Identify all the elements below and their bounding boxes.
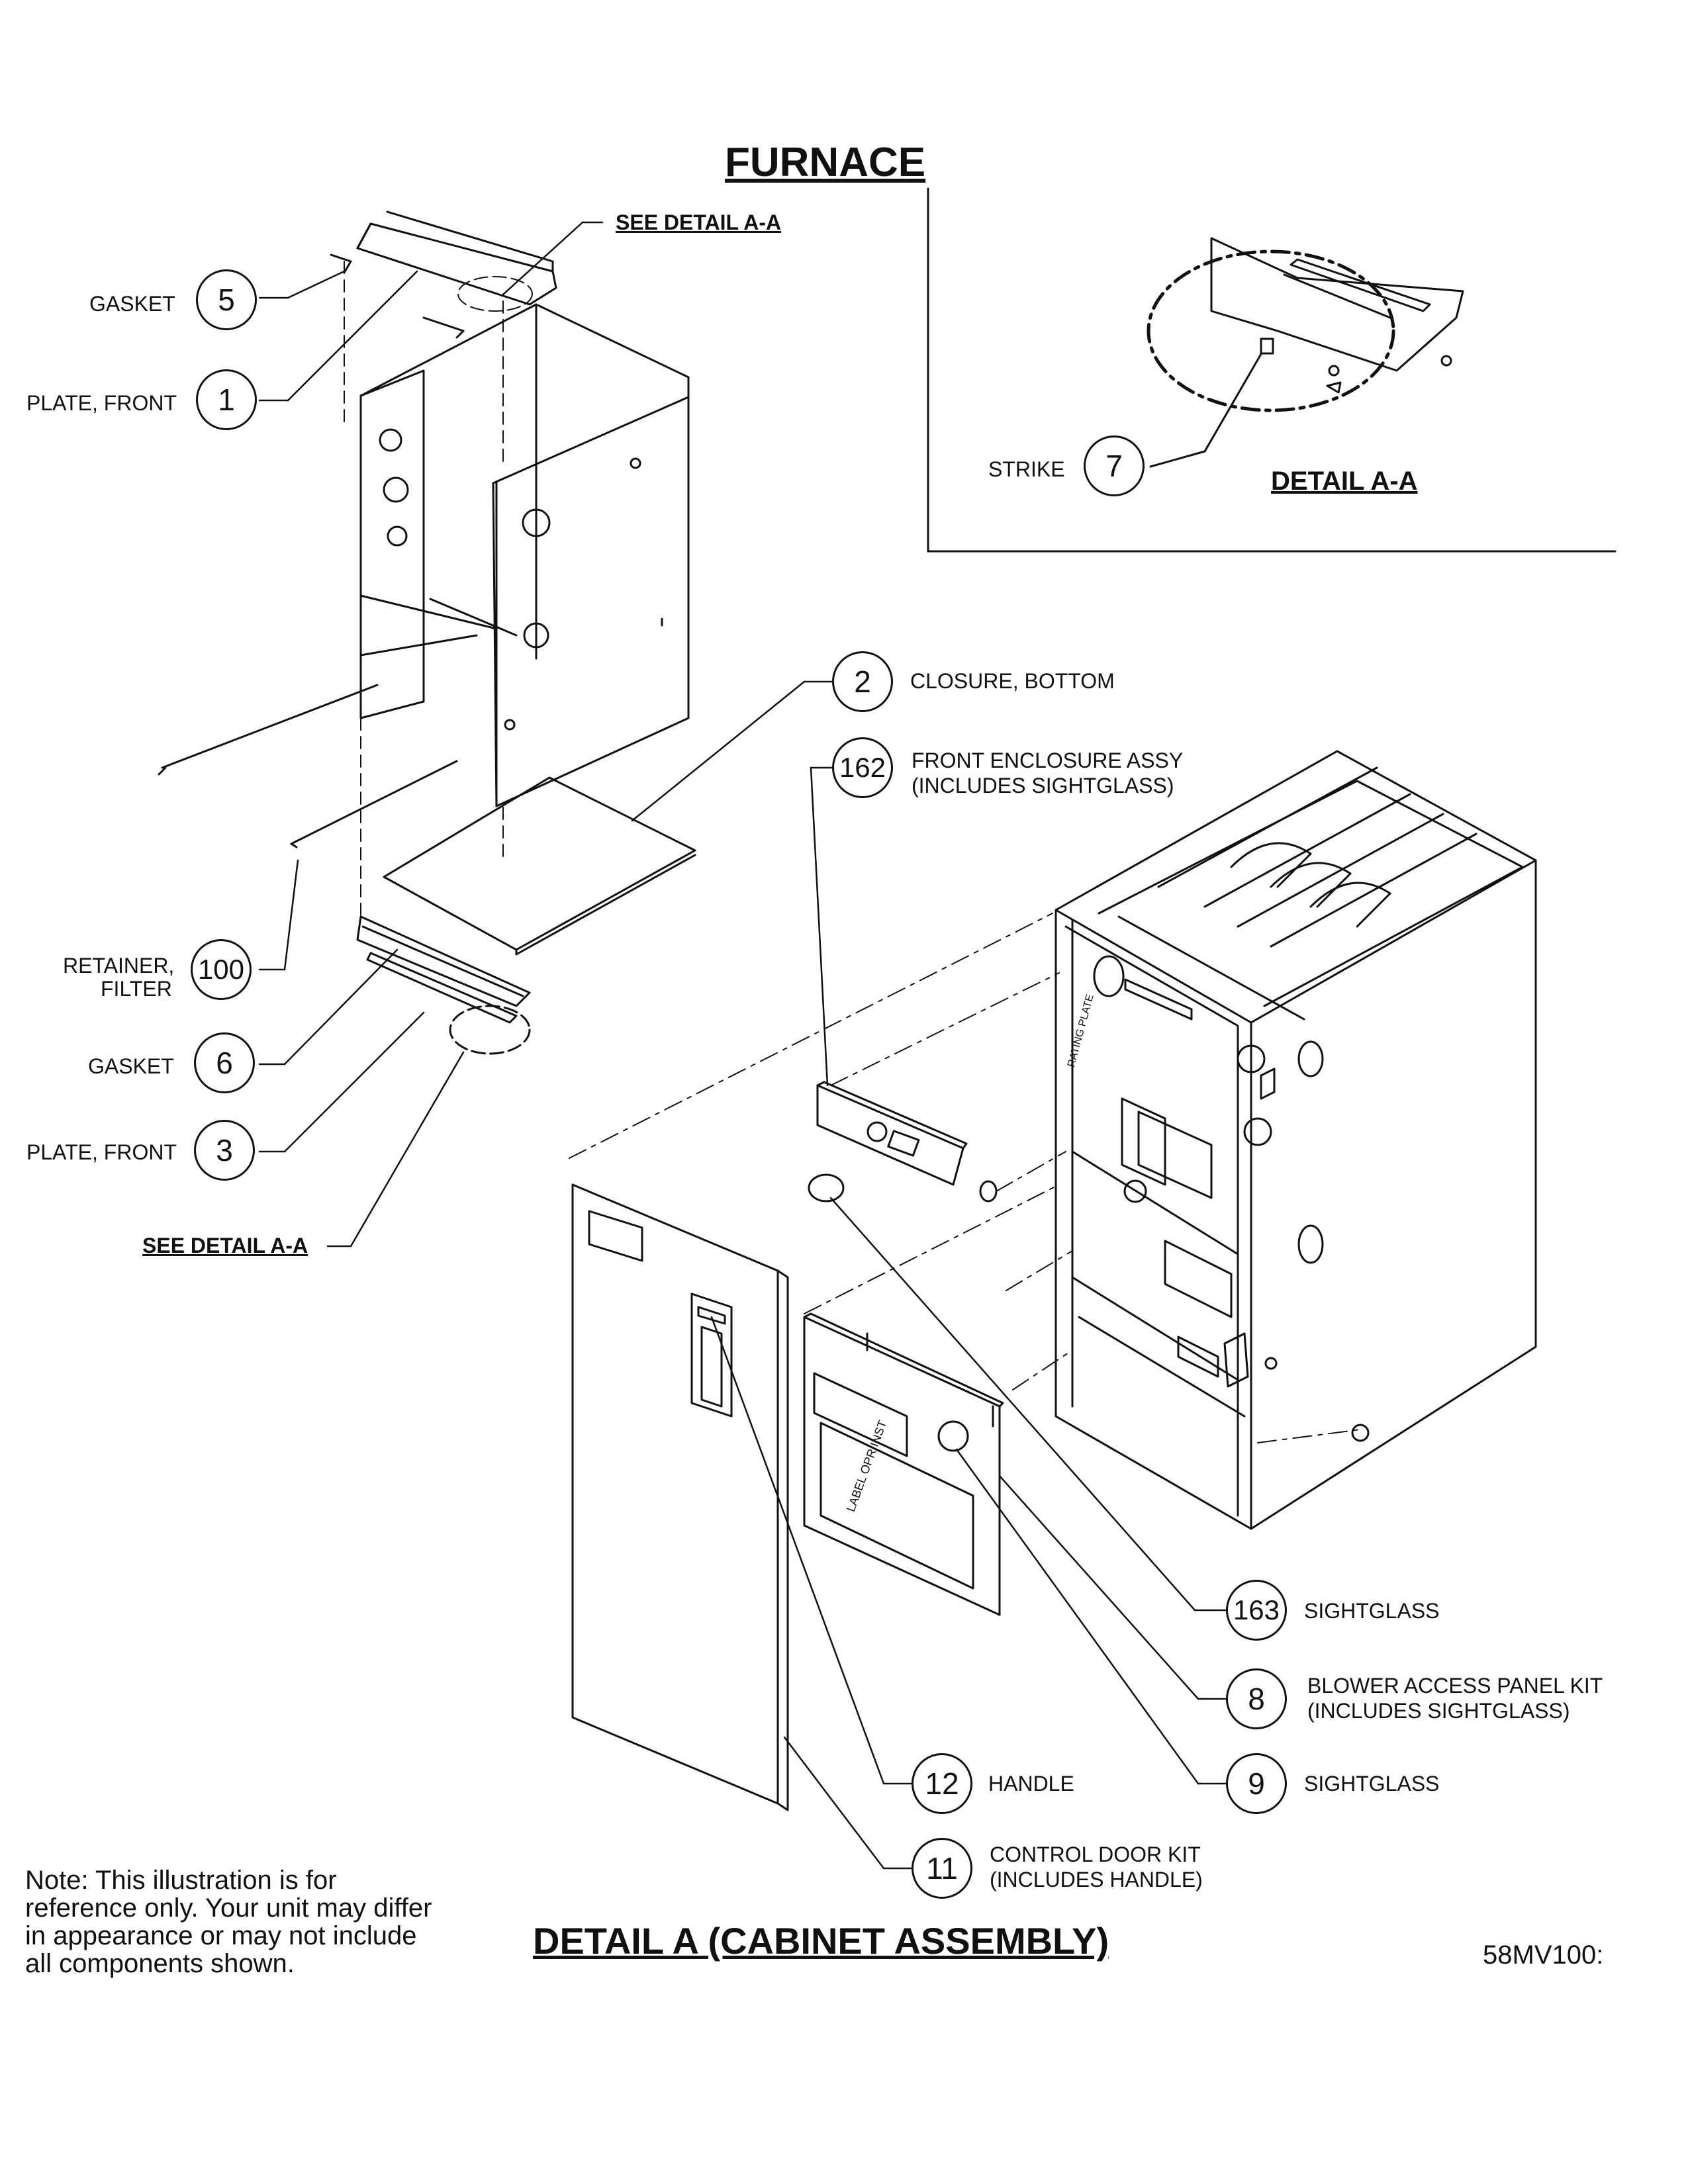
callout-162: 162 xyxy=(832,737,893,798)
callout-162-label: FRONT ENCLOSURE ASSY xyxy=(912,749,1184,772)
callout-1-label: PLATE, FRONT xyxy=(26,391,177,415)
front-plate-top xyxy=(330,210,557,339)
detail-aa-title: DETAIL A-A xyxy=(1271,467,1418,496)
filter-retainer xyxy=(158,684,458,848)
callout-100: 100 xyxy=(191,939,252,1000)
callout-12: 12 xyxy=(912,1753,972,1814)
callout-2-label: CLOSURE, BOTTOM xyxy=(910,669,1115,693)
leader-lines-right xyxy=(710,766,1227,1870)
callout-5: 5 xyxy=(196,269,257,330)
see-detail-top-link: SEE DETAIL A-A xyxy=(616,210,782,234)
callout-9: 9 xyxy=(1226,1753,1287,1814)
callout-162-label-2: (INCLUDES SIGHTGLASS) xyxy=(912,774,1174,797)
callout-1: 1 xyxy=(196,369,257,430)
see-detail-bottom-link: SEE DETAIL A-A xyxy=(142,1234,308,1257)
callout-3-label: PLATE, FRONT xyxy=(26,1140,177,1164)
callout-9-label: SIGHTGLASS xyxy=(1304,1772,1440,1796)
leader-line-closure xyxy=(631,680,833,822)
callout-7: 7 xyxy=(1084,435,1145,496)
reference-note: Note: This illustration is for reference… xyxy=(25,1866,432,1978)
drawing-number: 58MV100: xyxy=(1483,1940,1604,1970)
callout-100-label-2: FILTER xyxy=(101,977,172,1001)
callout-8-label: BLOWER ACCESS PANEL KIT xyxy=(1307,1674,1603,1698)
dash-dot-guides-right xyxy=(569,913,1361,1443)
front-plate-bottom xyxy=(356,915,531,1055)
blower-access-panel xyxy=(803,1312,1004,1616)
callout-6-label: GASKET xyxy=(88,1054,174,1078)
leader-lines-top xyxy=(258,221,604,402)
callout-3: 3 xyxy=(194,1120,255,1181)
callout-100-label: RETAINER, xyxy=(63,954,175,978)
furnace-cabinet xyxy=(1055,750,1537,1530)
callout-163: 163 xyxy=(1226,1580,1287,1641)
leader-lines-bottom-left xyxy=(258,859,465,1248)
callout-11-label: CONTROL DOOR KIT xyxy=(990,1843,1201,1866)
callout-12-label: HANDLE xyxy=(988,1772,1074,1796)
callout-5-label: GASKET xyxy=(89,292,175,316)
bottom-closure xyxy=(383,776,696,956)
callout-11-label-2: (INCLUDES HANDLE) xyxy=(990,1868,1203,1891)
callout-2: 2 xyxy=(832,651,893,712)
page-subtitle: DETAIL A (CABINET ASSEMBLY) xyxy=(533,1920,1109,1962)
detail-aa-frame xyxy=(927,187,1617,553)
front-enclosure-assy xyxy=(808,1081,998,1203)
control-door xyxy=(571,1183,789,1811)
dashed-guides-left xyxy=(344,261,504,921)
callout-8-label-2: (INCLUDES SIGHTGLASS) xyxy=(1307,1699,1570,1723)
callout-8: 8 xyxy=(1226,1668,1287,1729)
callout-163-label: SIGHTGLASS xyxy=(1304,1599,1440,1623)
callout-6: 6 xyxy=(194,1032,255,1093)
page-title: FURNACE xyxy=(725,140,926,185)
callout-11: 11 xyxy=(912,1838,972,1899)
cabinet-shell-upper xyxy=(359,303,690,807)
callout-7-label: STRIKE xyxy=(988,457,1065,481)
detail-aa-illustration xyxy=(1147,237,1464,468)
